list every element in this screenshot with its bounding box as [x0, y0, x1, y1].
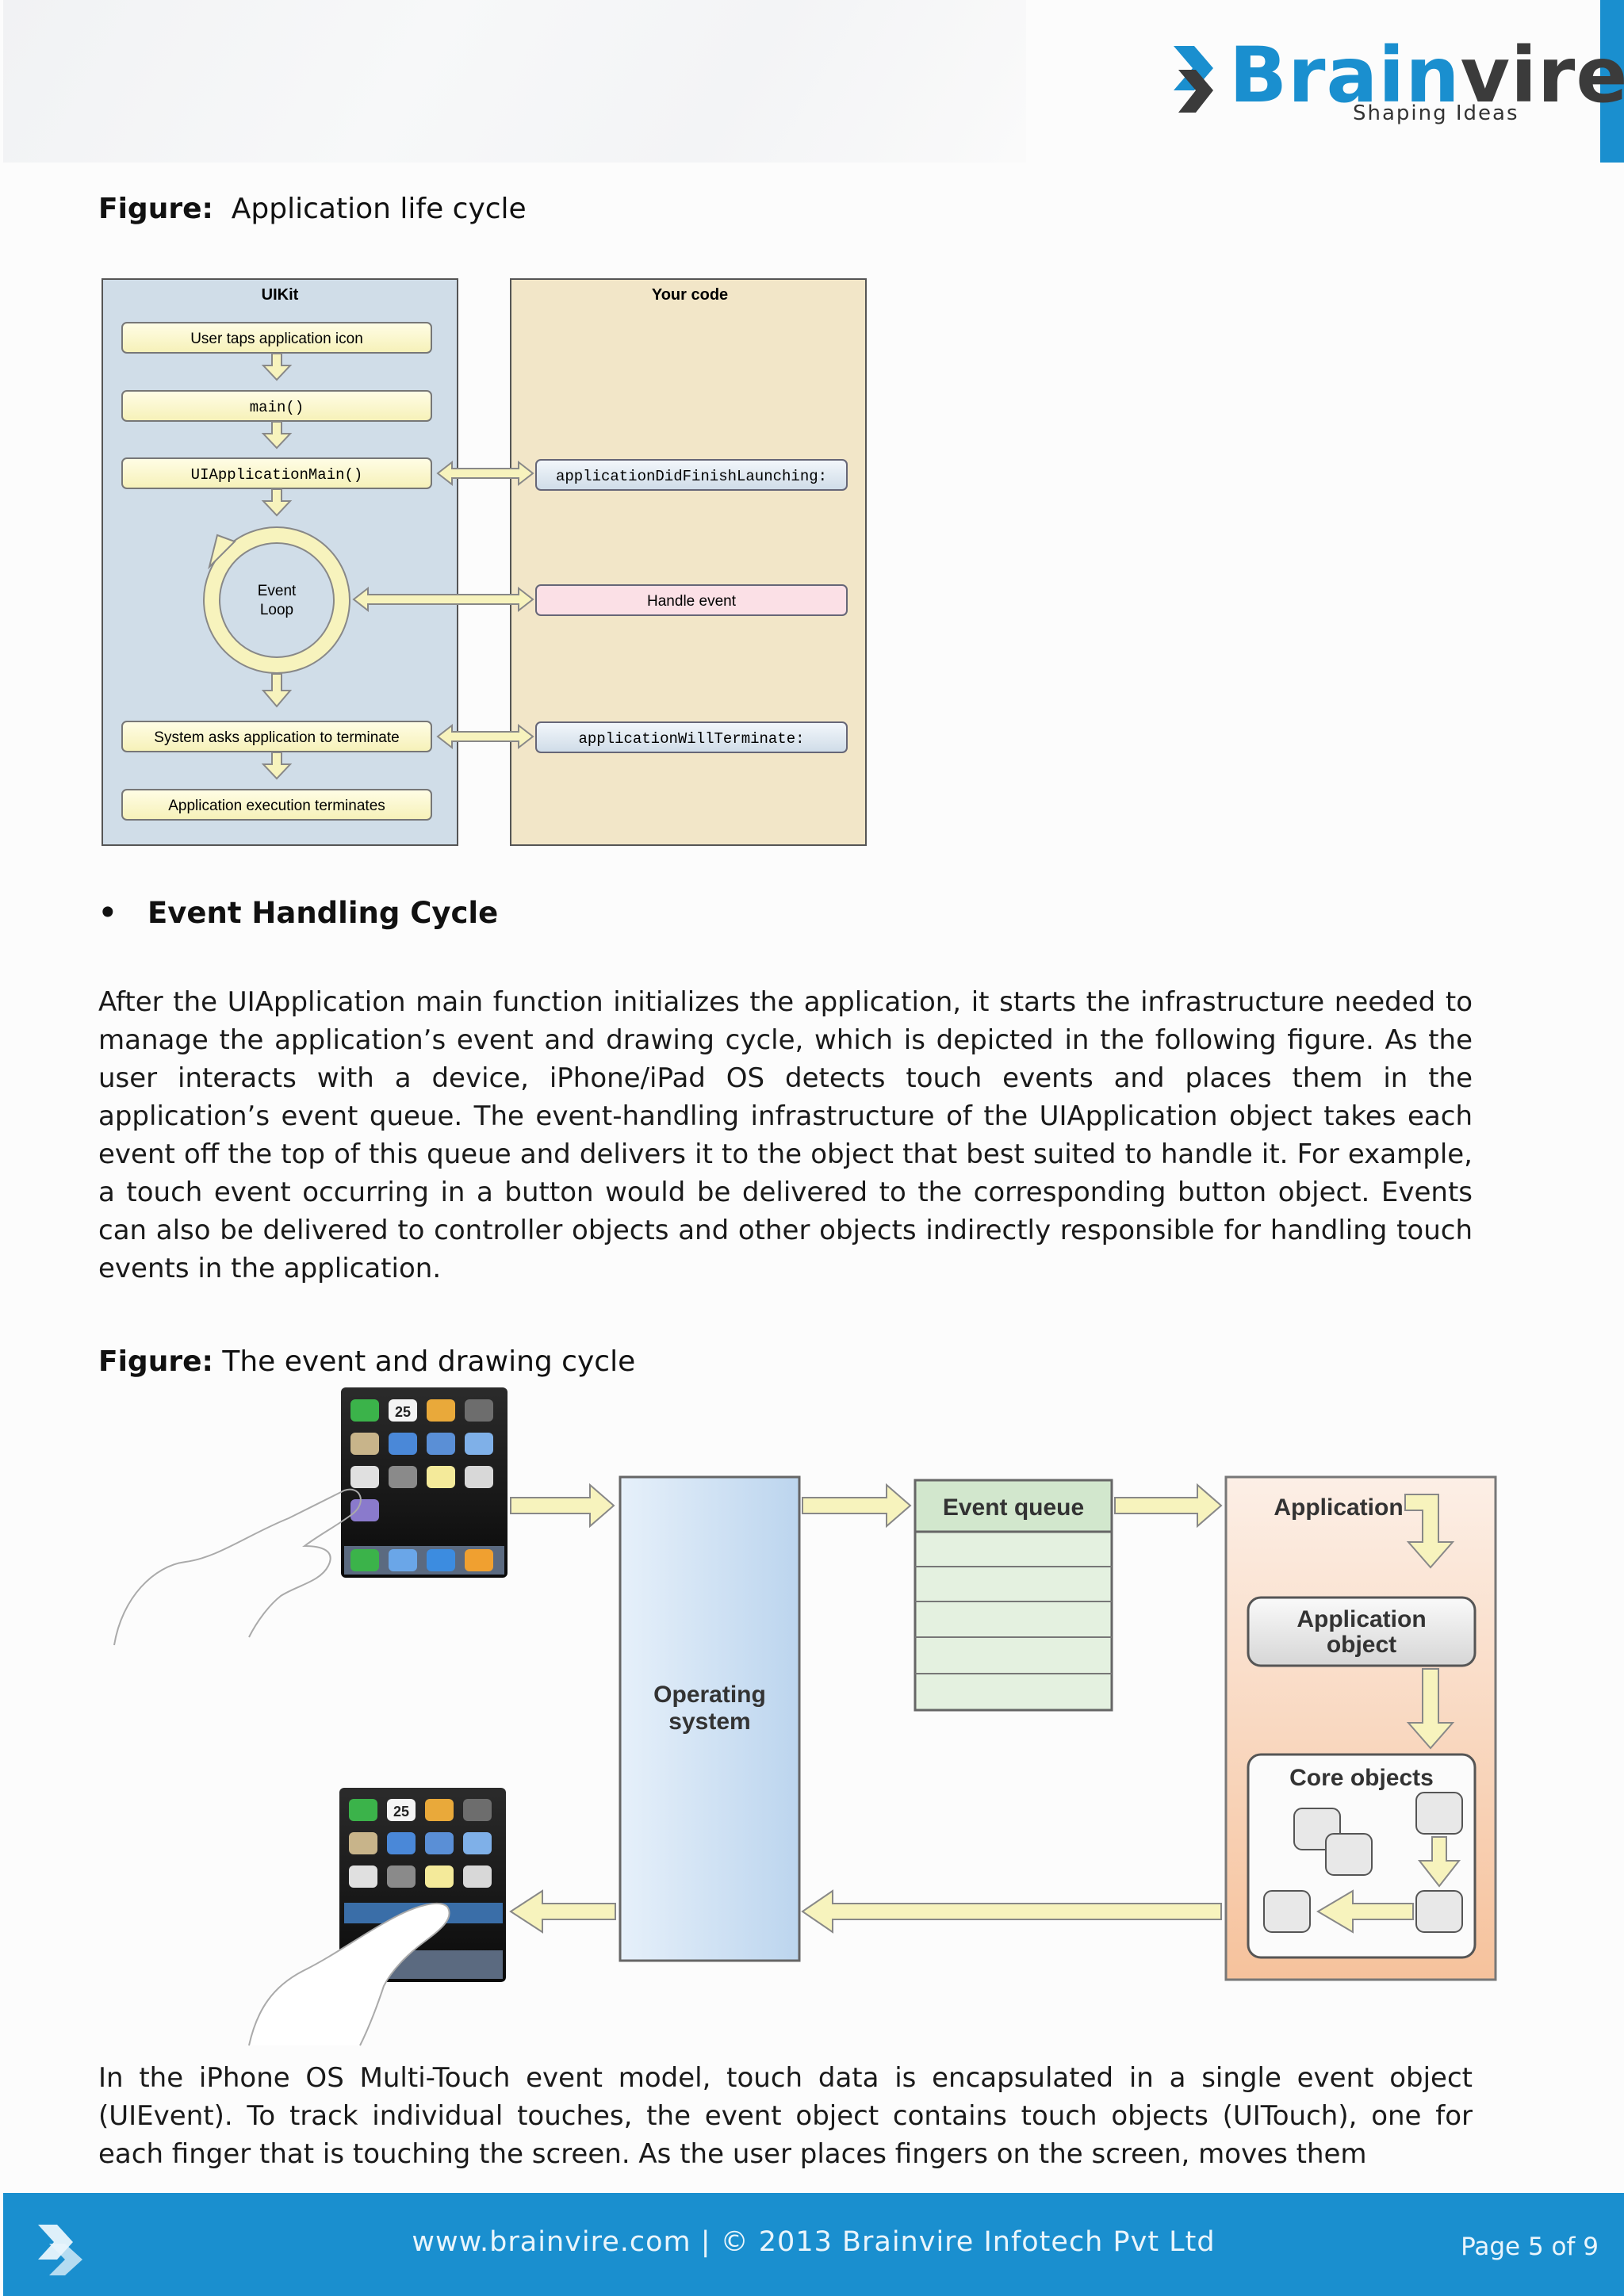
logo-wordmark: Brainvire: [1229, 32, 1624, 119]
figure2-caption-label: Figure:: [98, 1345, 213, 1378]
figure2-caption-text: The event and drawing cycle: [222, 1345, 636, 1378]
arrow-core-down: [1417, 1836, 1461, 1888]
brainvire-logo: Brainvire Shaping Ideas: [1174, 32, 1624, 135]
section-heading: • Event Handling Cycle: [98, 896, 498, 930]
header-background: [3, 0, 1026, 163]
core-object-squares: [1263, 1792, 1463, 1933]
logo-tagline: Shaping Ideas: [1353, 101, 1519, 125]
figure1-caption-label: Figure:: [98, 193, 213, 225]
page-number: Page 5 of 9: [1461, 2233, 1599, 2261]
brainvire-logo-mark-icon: [1174, 46, 1213, 113]
logo-word-brain: Brain: [1229, 31, 1461, 120]
finger-top-icon: [113, 1488, 362, 1646]
uikit-panel-title: UIKit: [262, 286, 299, 304]
figure2-caption: Figure: The event and drawing cycle: [98, 1345, 635, 1378]
down-arrow-3: [261, 488, 293, 517]
application-life-cycle-diagram: UIKit Your code User taps application ic…: [102, 278, 867, 846]
event-queue-title: Event queue: [943, 1494, 1084, 1521]
header-accent-stripe: [1600, 0, 1624, 163]
arrow-app-to-os: [801, 1889, 1222, 1934]
arrow-phone-to-os: [510, 1483, 615, 1529]
step-label-uiapplicationmain: UIApplicationMain(): [191, 466, 363, 484]
step-label-system-asks-terminate: System asks application to terminate: [154, 729, 399, 746]
application-object-box: [1247, 1596, 1477, 1667]
application-panel-title: Application: [1274, 1494, 1403, 1521]
callback-box-did-finish-launching: [535, 459, 848, 491]
body-paragraph-1: After the UIApplication main function in…: [98, 986, 1473, 1284]
event-loop-label-line2: Loop: [260, 602, 293, 618]
callback-box-will-terminate: [535, 721, 848, 753]
section-heading-text: Event Handling Cycle: [147, 896, 499, 930]
page-footer: www.brainvire.com | © 2013 Brainvire Inf…: [3, 2193, 1624, 2296]
callback-label-handle-event: Handle event: [647, 593, 737, 610]
step-box-execution-terminates: [121, 789, 432, 821]
event-drawing-cycle-diagram: 25 25 Operating system: [113, 1387, 1497, 2046]
bullet-icon: •: [98, 896, 117, 930]
figure1-caption-text: Application life cycle: [231, 193, 527, 225]
event-loop-arrowhead-icon: [208, 534, 236, 570]
arrow-app-title-to-object: [1404, 1494, 1455, 1569]
callback-label-did-finish-launching: applicationDidFinishLaunching:: [556, 468, 827, 485]
event-loop-label-line1: Event: [258, 583, 297, 599]
arrow-queue-to-app: [1114, 1483, 1223, 1529]
body-paragraph-2: In the iPhone OS Multi-Touch event model…: [98, 2062, 1473, 2170]
operating-system-box: [619, 1475, 801, 1962]
arrow-os-to-phone: [509, 1889, 616, 1934]
phone-date-bottom: 25: [393, 1804, 409, 1820]
double-arrow-terminate: [436, 723, 534, 750]
arrow-object-to-core: [1406, 1668, 1455, 1750]
event-queue: [914, 1479, 1113, 1712]
step-label-user-taps: User taps application icon: [190, 331, 363, 347]
step-label-main: main(): [250, 399, 304, 416]
brainvire-footer-mark-icon: [38, 2225, 82, 2275]
your-code-panel: [510, 278, 867, 846]
callback-label-will-terminate: applicationWillTerminate:: [578, 730, 804, 748]
application-object-label-line2: object: [1327, 1632, 1396, 1658]
finger-bottom-icon: [248, 1902, 450, 2046]
arrow-core-left: [1316, 1889, 1414, 1934]
flow-arrows: [509, 1483, 1461, 1934]
down-arrow-2: [261, 421, 293, 450]
down-arrow-5: [261, 752, 293, 780]
your-code-panel-title: Your code: [652, 286, 728, 304]
step-label-execution-terminates: Application execution terminates: [168, 798, 385, 814]
down-arrows: [261, 353, 293, 780]
logo-word-vire: vire: [1460, 31, 1624, 120]
figure1-caption: Figure: Application life cycle: [98, 193, 527, 225]
down-arrow-4: [261, 673, 293, 708]
footer-copyright: www.brainvire.com | © 2013 Brainvire Inf…: [412, 2226, 1216, 2258]
operating-system-label-line2: system: [668, 1709, 750, 1735]
app-icons-grid-top: [344, 1399, 504, 1575]
down-arrow-1: [261, 353, 293, 381]
arrow-os-to-queue: [802, 1483, 912, 1529]
iphone-top-icon: 25: [341, 1387, 508, 1578]
operating-system-label-line1: Operating: [653, 1682, 766, 1708]
double-arrow-handle-event: [352, 586, 534, 613]
callback-box-handle-event: [535, 584, 848, 616]
phone-date-top: 25: [395, 1404, 411, 1420]
double-arrow-launching: [436, 460, 534, 487]
double-arrows: [352, 460, 534, 750]
application-object-label-line1: Application: [1297, 1606, 1426, 1632]
core-objects-title: Core objects: [1289, 1765, 1434, 1791]
event-loop-circle-fill: [205, 528, 349, 672]
